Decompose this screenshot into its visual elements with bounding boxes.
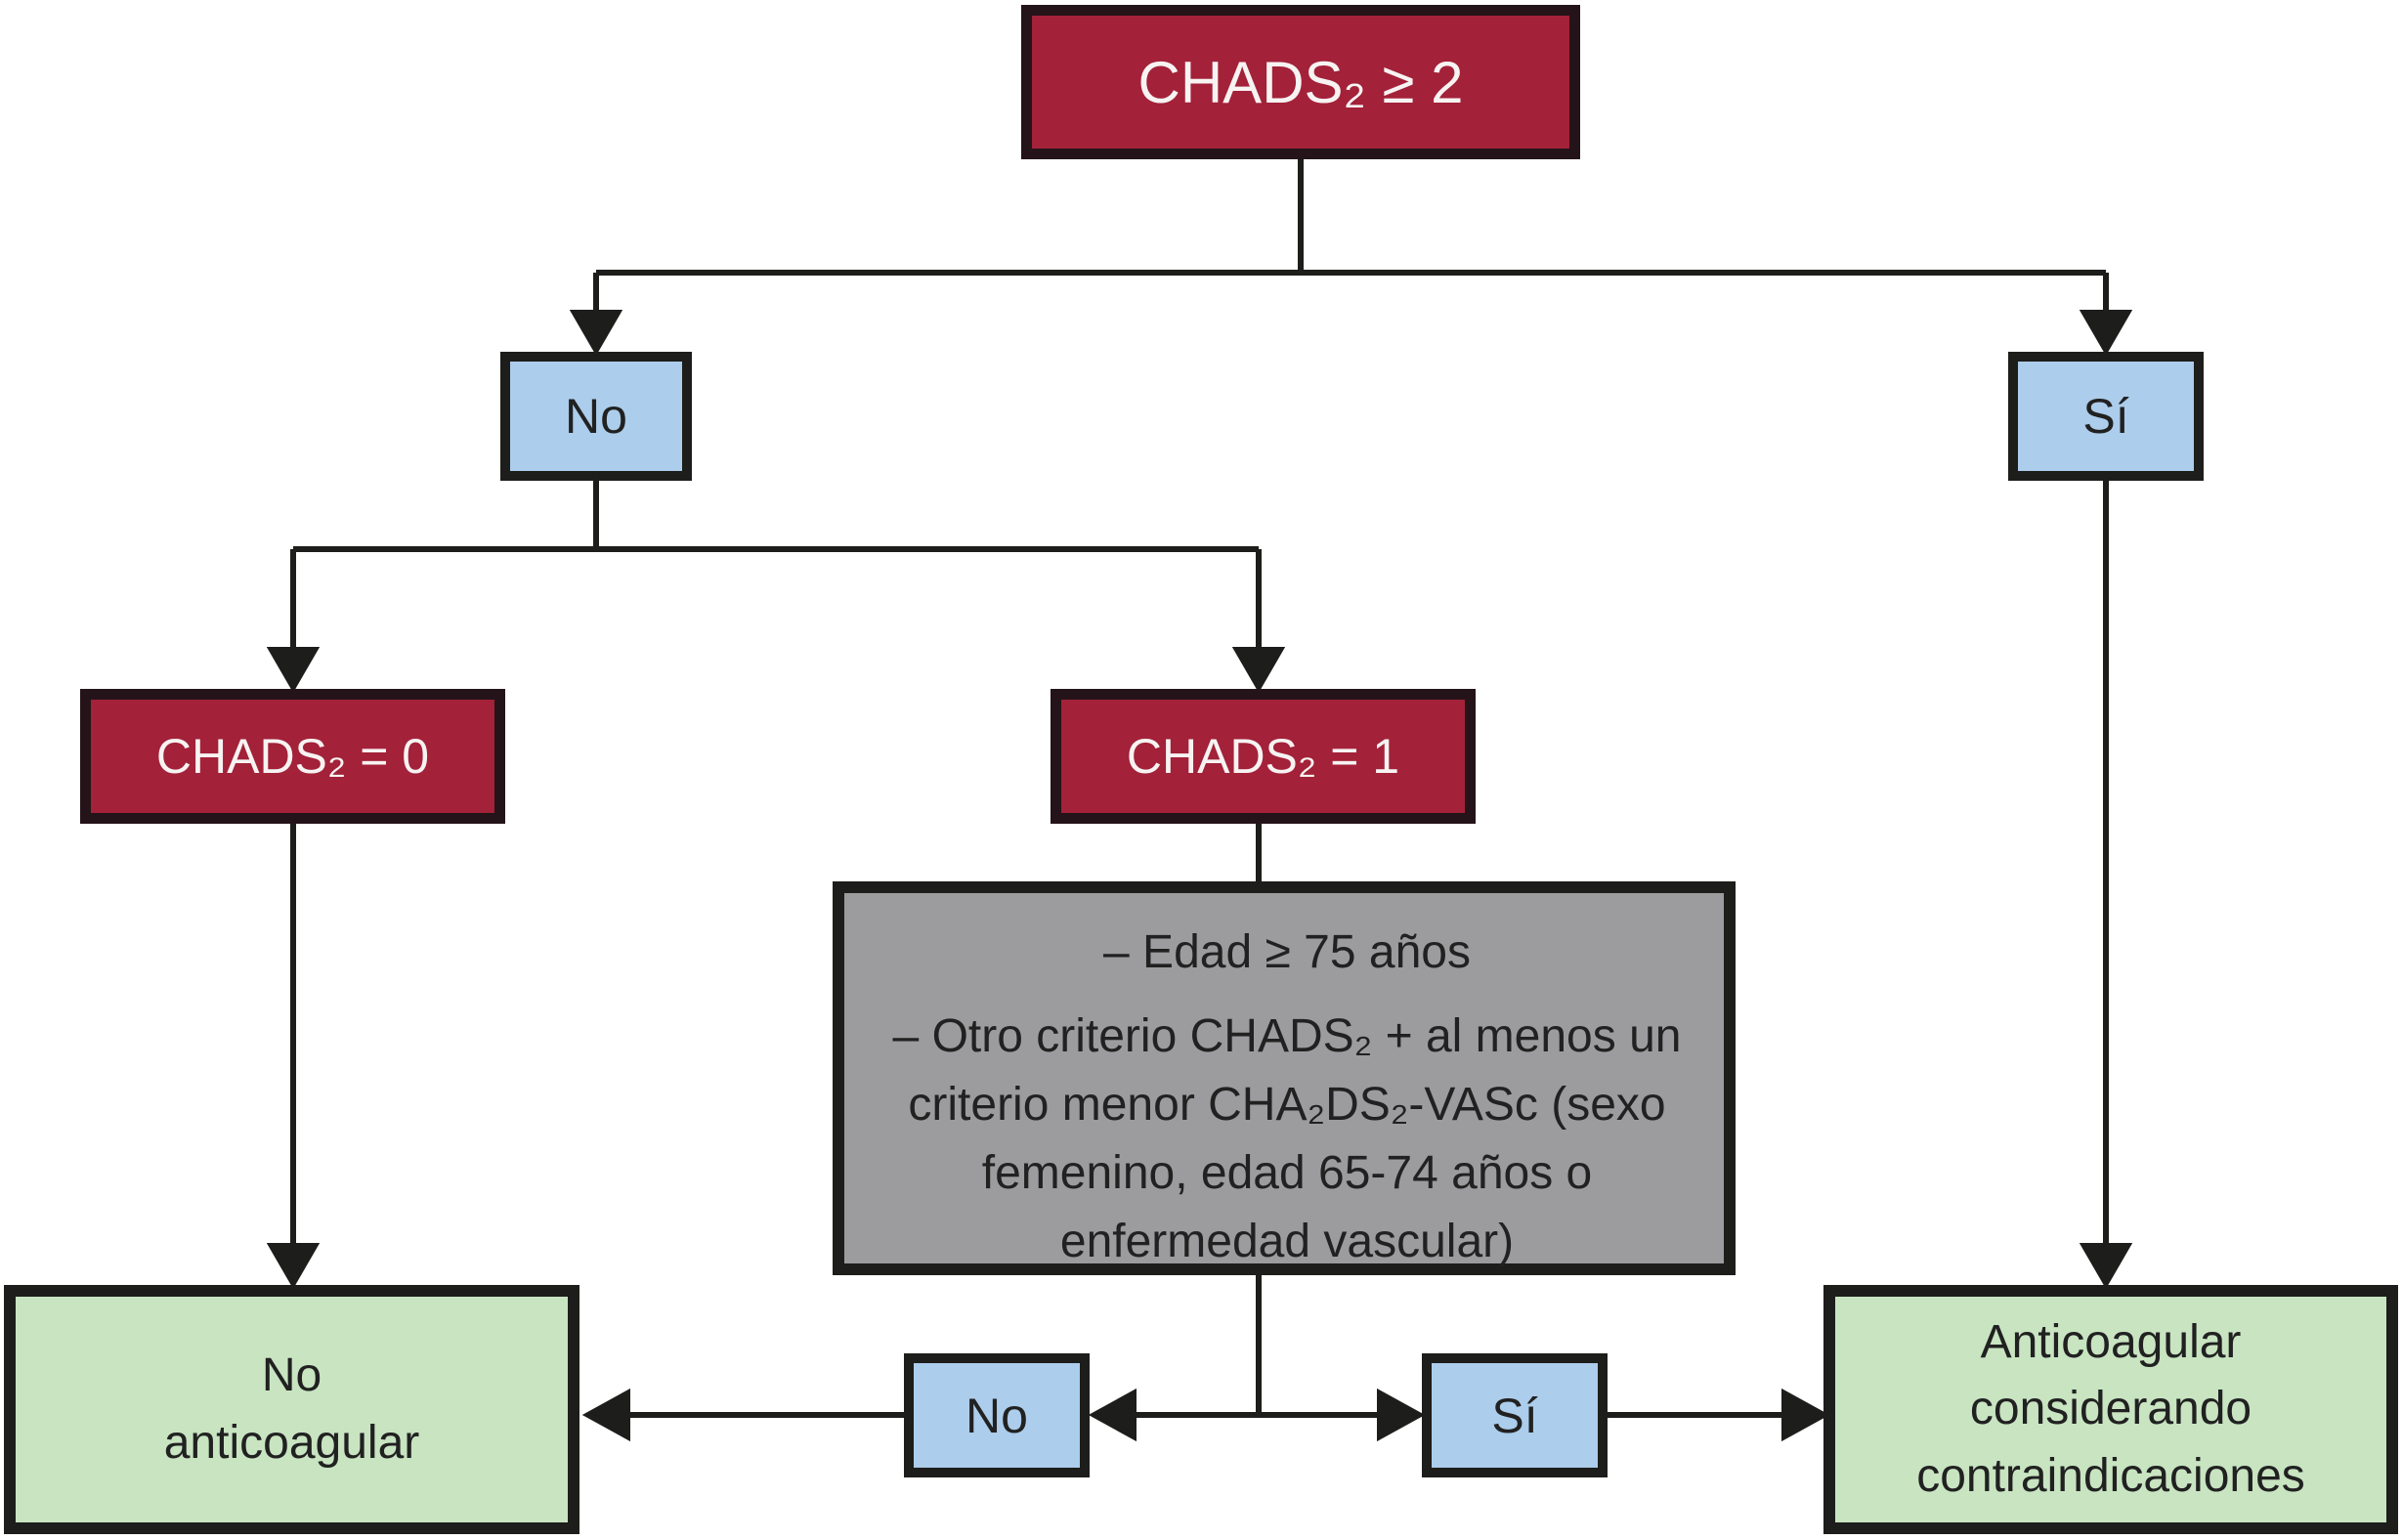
- node-chads2-equals-1: CHADS₂ = 1: [1051, 689, 1476, 824]
- node-chads2-root: CHADS₂ ≥ 2: [1021, 5, 1580, 159]
- arrow-into-chads0: [266, 647, 321, 693]
- node-criteria-no: No: [904, 1353, 1090, 1477]
- criteria-item-other: – Otro criterio CHADS₂ + al menos un cri…: [892, 1010, 1682, 1268]
- node-chads2-root-label: CHADS₂ ≥ 2: [1137, 49, 1464, 115]
- arrow-into-chads1: [1231, 647, 1286, 693]
- node-branch-si-label: Sí: [2082, 389, 2129, 444]
- arrow-into-bottom-si: [1377, 1388, 1426, 1442]
- node-branch-no: No: [500, 352, 692, 481]
- node-chads2-equals-0-label: CHADS₂ = 0: [155, 729, 430, 784]
- node-branch-no-label: No: [565, 389, 627, 444]
- node-outcome-no-anticoagular: No anticoagular: [4, 1285, 579, 1534]
- node-chads2-equals-1-label: CHADS₂ = 1: [1126, 729, 1400, 784]
- arrow-into-bottom-no: [1088, 1388, 1137, 1442]
- node-criteria: – Edad ≥ 75 años – Otro criterio CHADS₂ …: [833, 881, 1736, 1275]
- criteria-item-age: – Edad ≥ 75 años: [1103, 926, 1471, 978]
- outcome-no-line2: anticoagular: [163, 1416, 420, 1469]
- node-criteria-si: Sí: [1422, 1353, 1608, 1477]
- arrow-into-outcome-yes-left: [1781, 1388, 1830, 1442]
- arrow-into-branch-si: [2079, 310, 2133, 356]
- outcome-yes-line1: Anticoagular: [1980, 1316, 2242, 1369]
- outcome-yes-line2: considerando: [1969, 1383, 2252, 1435]
- node-outcome-anticoagular: Anticoagular considerando contraindicaci…: [1823, 1285, 2398, 1534]
- arrow-into-outcome-no-right: [581, 1388, 630, 1442]
- node-criteria-no-label: No: [965, 1388, 1028, 1443]
- outcome-no-line1: No: [261, 1349, 322, 1402]
- node-criteria-si-label: Sí: [1491, 1388, 1538, 1443]
- node-branch-si: Sí: [2008, 352, 2204, 481]
- arrow-into-outcome-yes-top: [2079, 1243, 2133, 1289]
- node-chads2-equals-0: CHADS₂ = 0: [80, 689, 505, 824]
- arrow-into-branch-no: [569, 310, 623, 356]
- arrow-into-outcome-no: [266, 1243, 321, 1289]
- outcome-yes-line3: contraindicaciones: [1916, 1449, 2305, 1502]
